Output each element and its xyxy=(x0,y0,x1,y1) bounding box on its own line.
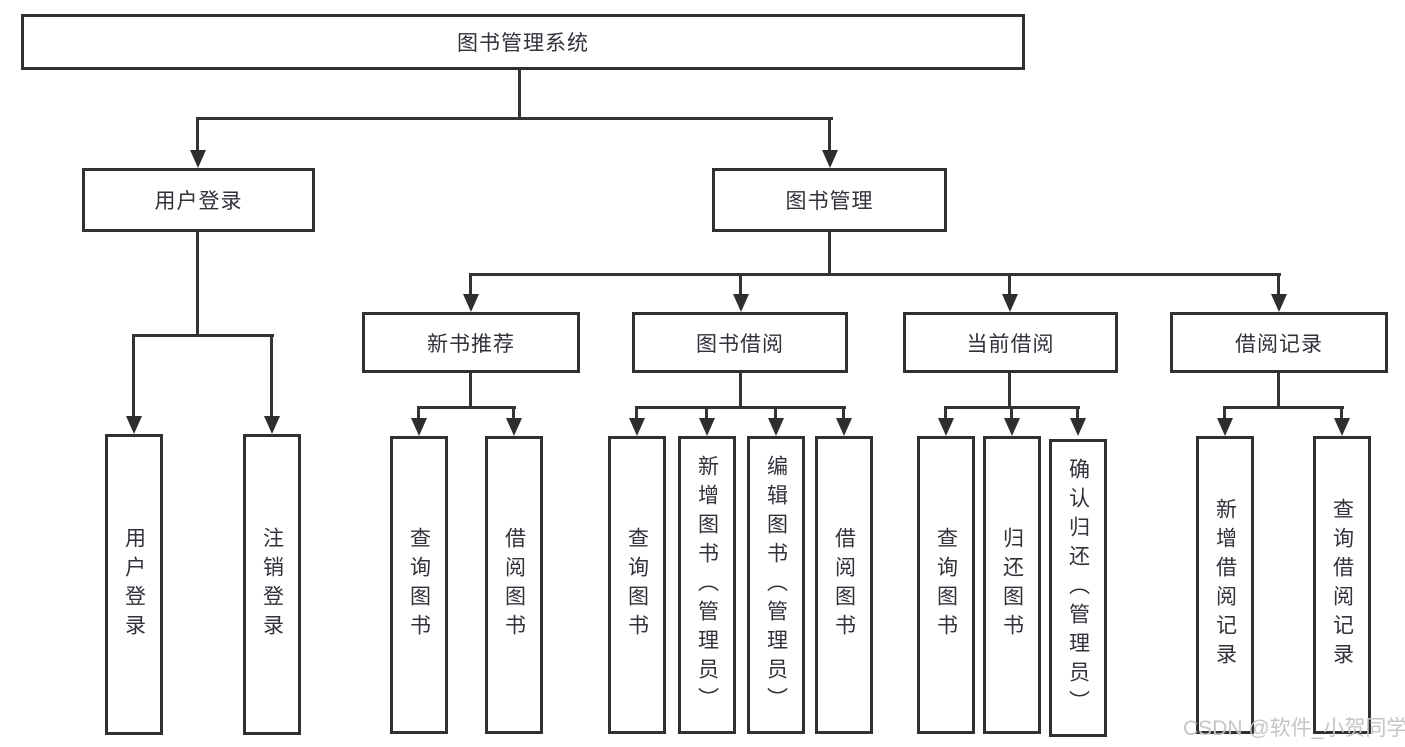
node-library-system: 图书管理系统 xyxy=(21,14,1025,70)
leaf-query-books-current: 查询图书 xyxy=(917,436,975,734)
node-label: 当前借阅 xyxy=(966,332,1055,356)
connector-line xyxy=(197,117,833,120)
arrow-down-icon xyxy=(836,418,852,436)
node-label: 新增借阅记录 xyxy=(1213,498,1237,672)
node-label: 查询图书 xyxy=(407,527,431,643)
leaf-confirm-return-admin: 确认归还（管理员） xyxy=(1049,439,1107,737)
leaf-user-login: 用户登录 xyxy=(105,434,163,735)
node-label: 用户登录 xyxy=(122,526,146,643)
node-label: 注销登录 xyxy=(260,526,284,643)
connector-line xyxy=(705,406,708,418)
connector-line xyxy=(1008,273,1011,294)
node-label: 新增图书（管理员） xyxy=(695,454,719,716)
node-label: 编辑图书（管理员） xyxy=(764,454,788,716)
connector-line xyxy=(828,117,831,150)
leaf-query-books-borrowing: 查询图书 xyxy=(608,436,666,734)
node-current-borrow: 当前借阅 xyxy=(903,312,1118,373)
connector-line xyxy=(470,273,1281,276)
leaf-borrow-books-recommend: 借阅图书 xyxy=(485,436,543,734)
leaf-query-books-recommend: 查询图书 xyxy=(390,436,448,734)
connector-line xyxy=(518,70,521,119)
connector-line xyxy=(1277,273,1280,294)
arrow-down-icon xyxy=(1271,294,1287,312)
connector-line xyxy=(196,117,199,150)
connector-line xyxy=(1224,406,1344,409)
arrow-down-icon xyxy=(629,418,645,436)
node-book-borrowing: 图书借阅 xyxy=(632,312,848,373)
connector-line xyxy=(1277,373,1280,408)
connector-line xyxy=(512,406,515,418)
node-new-book-recommend: 新书推荐 xyxy=(362,312,580,373)
connector-line xyxy=(774,406,777,418)
arrow-down-icon xyxy=(1217,418,1233,436)
arrow-down-icon xyxy=(463,294,479,312)
leaf-edit-book-admin: 编辑图书（管理员） xyxy=(747,436,805,734)
connector-line xyxy=(1008,373,1011,408)
arrow-down-icon xyxy=(126,416,142,434)
leaf-add-borrow-record: 新增借阅记录 xyxy=(1196,436,1254,734)
connector-line xyxy=(196,232,199,336)
node-label: 借阅图书 xyxy=(502,527,526,643)
connector-line xyxy=(635,406,638,418)
arrow-down-icon xyxy=(264,416,280,434)
node-label: 查询图书 xyxy=(625,527,649,643)
arrow-down-icon xyxy=(1004,418,1020,436)
leaf-return-book: 归还图书 xyxy=(983,436,1041,734)
node-label: 图书借阅 xyxy=(696,332,784,356)
leaf-query-borrow-record: 查询借阅记录 xyxy=(1313,436,1371,734)
node-label: 用户登录 xyxy=(154,190,243,213)
node-label: 确认归还（管理员） xyxy=(1066,457,1090,719)
csdn-watermark: CSDN @软件_小贺同学 xyxy=(1183,717,1405,740)
node-user-login: 用户登录 xyxy=(82,168,315,232)
node-book-management: 图书管理 xyxy=(712,168,947,232)
arrow-down-icon xyxy=(1002,294,1018,312)
connector-line xyxy=(418,406,516,409)
node-label: 图书管理系统 xyxy=(457,32,589,55)
arrow-down-icon xyxy=(190,150,206,168)
connector-line xyxy=(132,334,135,416)
arrow-down-icon xyxy=(506,418,522,436)
connector-line xyxy=(1076,406,1079,418)
arrow-down-icon xyxy=(699,418,715,436)
connector-line xyxy=(1010,406,1013,418)
connector-line xyxy=(469,373,472,408)
arrow-down-icon xyxy=(768,418,784,436)
connector-line xyxy=(739,373,742,408)
node-label: 归还图书 xyxy=(1000,527,1024,643)
node-label: 图书管理 xyxy=(785,190,874,213)
arrow-down-icon xyxy=(1070,418,1086,436)
arrow-down-icon xyxy=(733,294,749,312)
connector-line xyxy=(469,273,472,294)
leaf-add-book-admin: 新增图书（管理员） xyxy=(678,436,736,734)
connector-line xyxy=(417,406,420,418)
node-label: 查询借阅记录 xyxy=(1330,498,1354,672)
arrow-down-icon xyxy=(938,418,954,436)
connector-line xyxy=(270,334,273,416)
node-borrow-records: 借阅记录 xyxy=(1170,312,1388,373)
connector-line xyxy=(739,273,742,294)
arrow-down-icon xyxy=(411,418,427,436)
connector-line xyxy=(133,334,274,337)
arrow-down-icon xyxy=(822,150,838,168)
connector-line xyxy=(1340,406,1343,418)
connector-line xyxy=(1223,406,1226,418)
node-label: 借阅图书 xyxy=(832,527,856,643)
connector-line xyxy=(636,406,846,409)
leaf-logout: 注销登录 xyxy=(243,434,301,735)
node-label: 借阅记录 xyxy=(1235,332,1323,356)
node-label: 查询图书 xyxy=(934,527,958,643)
node-label: 新书推荐 xyxy=(427,332,515,356)
leaf-borrow-books: 借阅图书 xyxy=(815,436,873,734)
connector-line xyxy=(828,232,831,275)
arrow-down-icon xyxy=(1334,418,1350,436)
connector-line xyxy=(944,406,947,418)
connector-line xyxy=(842,406,845,418)
